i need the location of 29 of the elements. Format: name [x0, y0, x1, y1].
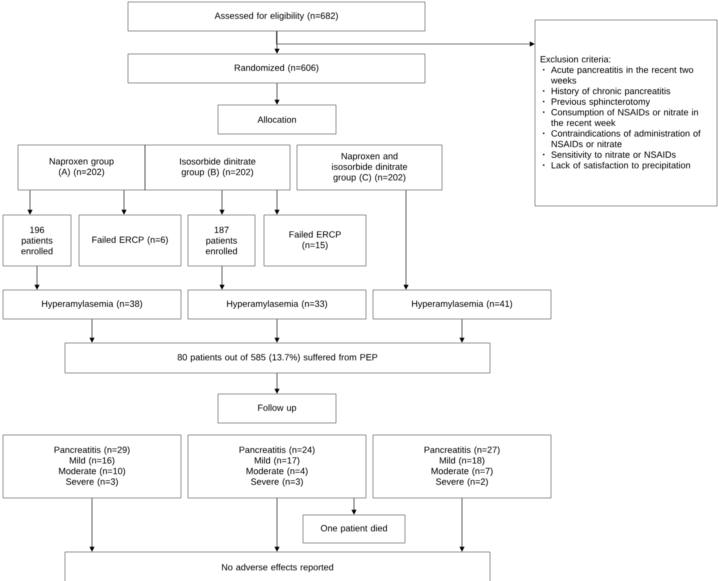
process-box: Allocation	[218, 104, 336, 134]
group-box: Isosorbide dinitrate group (B) (n=202)	[144, 144, 290, 190]
process-box: Randomized (n=606)	[128, 54, 426, 84]
criterion-item: History of chronic pancreatitis	[543, 88, 670, 96]
process-box: One patient died	[302, 514, 406, 544]
criterion-item: Contraindications of administration of NSAIDs or nitrate	[543, 130, 701, 148]
process-box: Follow up	[218, 394, 336, 424]
process-box: Hyperamylasemia (n=33)	[188, 290, 366, 320]
criterion-item: Sensitivity to nitrate or NSAIDs	[543, 151, 676, 160]
criterion-item: Consumption of NSAIDs or nitrate in the recent week	[543, 108, 698, 126]
process-box: 187 patients enrolled	[188, 214, 256, 266]
process-box: 80 patients out of 585 (13.7%) suffered from PEP	[64, 342, 490, 374]
box-heading: Exclusion criteria:	[540, 56, 610, 62]
group-box: Naproxen group (A) (n=202)	[18, 144, 146, 190]
criterion-item: Previous sphincterotomy	[543, 98, 650, 107]
process-box: Assessed for eligibility (n=682)	[128, 2, 426, 32]
outcome-box: Pancreatitis (n=27) Mild (n=18) Moderate (n=7) Severe (n=2)	[372, 434, 552, 498]
process-box: No adverse effects reported	[64, 552, 490, 581]
outcome-box: Pancreatitis (n=29) Mild (n=16) Moderate (n=10) Severe (n=3)	[2, 434, 182, 498]
process-box: Hyperamylasemia (n=41)	[372, 290, 552, 320]
process-box: Hyperamylasemia (n=38)	[2, 290, 182, 320]
group-box: Naproxen and isosorbide dinitrate group (C) (n=202)	[296, 144, 442, 190]
criterion-item: Acute pancreatitis in the recent two weeks	[543, 66, 694, 84]
process-box: Failed ERCP (n=6)	[78, 214, 182, 266]
outcome-box: Pancreatitis (n=24) Mild (n=17) Moderate (n=4) Severe (n=3)	[188, 434, 366, 498]
process-box: Failed ERCP (n=15)	[264, 214, 366, 266]
criteria-box	[534, 20, 718, 206]
criterion-item: Lack of satisfaction to precipitation	[543, 162, 690, 170]
process-box: 196 patients enrolled	[2, 214, 72, 266]
